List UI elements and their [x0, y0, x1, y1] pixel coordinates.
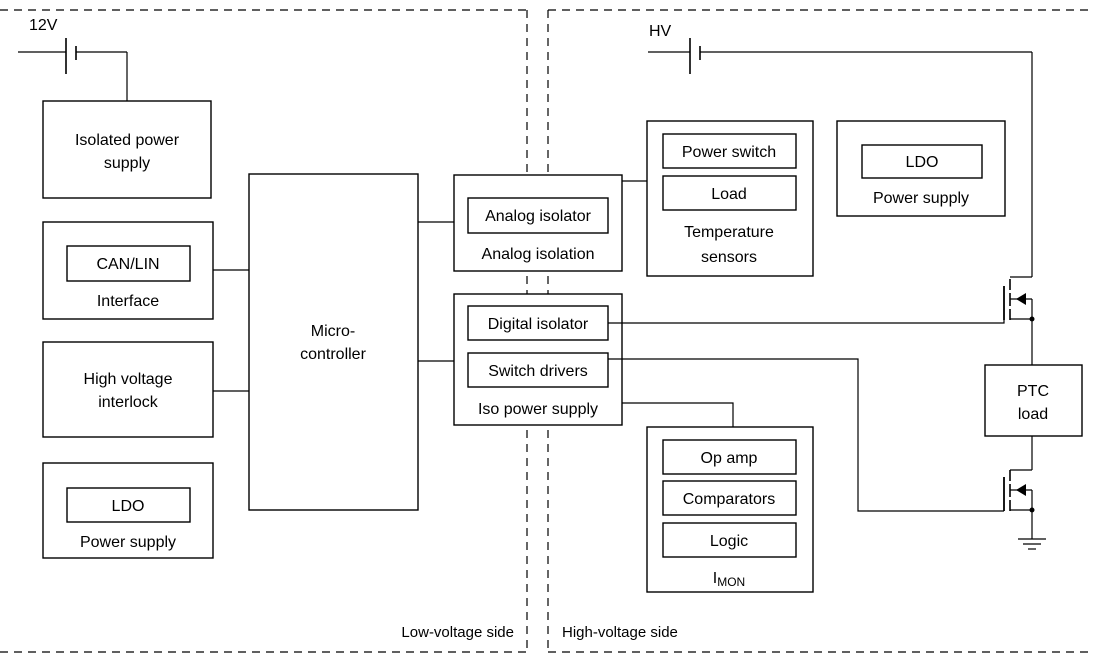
iso-power-supply-label: Iso power supply — [478, 401, 598, 418]
analog-isolator-label: Analog isolator — [485, 208, 592, 225]
power-supply-left-label: Power supply — [80, 534, 176, 551]
microcontroller-block: Micro- controller — [248, 173, 419, 511]
ptc-load-block: PTC load — [984, 364, 1083, 437]
power-supply-right-label: Power supply — [873, 190, 969, 207]
isolated-power-supply-label-line1: Isolated power — [75, 132, 180, 149]
high-voltage-region-border — [547, 9, 1093, 653]
imon-block: Op amp Comparators Logic IMON — [646, 426, 814, 593]
microcontroller-label-line2: controller — [300, 346, 366, 363]
low-voltage-side-label: Low-voltage side — [401, 624, 514, 641]
right-connection-wires — [608, 180, 1033, 512]
high-voltage-side-label: High-voltage side — [562, 624, 678, 641]
logic-label: Logic — [710, 533, 748, 550]
comparators-label: Comparators — [683, 491, 775, 508]
imon-label: IMON — [713, 570, 745, 589]
hv-interlock-label-line2: interlock — [98, 394, 159, 411]
can-lin-label: CAN/LIN — [96, 256, 159, 273]
temperature-sensors-label-line1: Temperature — [684, 224, 774, 241]
load-label: Load — [711, 186, 747, 203]
imon-subscript: MON — [717, 575, 745, 589]
low-side-mosfet-icon — [1003, 469, 1035, 539]
temperature-sensors-label-line2: sensors — [701, 249, 757, 266]
hv-interlock-block: High voltage interlock — [42, 341, 214, 438]
high-side-mosfet-icon — [1003, 276, 1035, 322]
left-connection-wires — [213, 221, 454, 392]
right-power-supply-block: LDO Power supply — [836, 120, 1006, 217]
interface-label: Interface — [97, 293, 159, 310]
imon-main: I — [713, 570, 717, 587]
battery-12v-symbol — [18, 38, 128, 101]
analog-isolation-label: Analog isolation — [482, 246, 595, 263]
low-voltage-region-border — [0, 9, 528, 653]
op-amp-label: Op amp — [701, 450, 758, 467]
hv-interlock-label-line1: High voltage — [84, 371, 173, 388]
ldo-right-label: LDO — [906, 154, 939, 171]
label-hv: HV — [649, 23, 672, 40]
power-switch-label: Power switch — [682, 144, 776, 161]
ldo-left-label: LDO — [112, 498, 145, 515]
isolated-power-supply-label-line2: supply — [104, 155, 150, 172]
left-power-supply-block: LDO Power supply — [42, 462, 214, 559]
temperature-sensors-block: Power switch Load Temperature sensors — [646, 120, 814, 277]
iso-power-supply-block: Digital isolator Switch drivers Iso powe… — [453, 293, 623, 426]
label-12v: 12V — [29, 17, 58, 34]
battery-hv-symbol — [648, 38, 1033, 277]
isolated-power-supply-block: Isolated power supply — [42, 100, 212, 199]
analog-isolation-block: Analog isolator Analog isolation — [453, 174, 623, 272]
microcontroller-label-line1: Micro- — [311, 323, 355, 340]
ptc-load-label-line1: PTC — [1017, 383, 1049, 400]
interface-block: CAN/LIN Interface — [42, 221, 214, 320]
switch-drivers-label: Switch drivers — [488, 363, 588, 380]
ground-icon — [1018, 538, 1046, 550]
digital-isolator-label: Digital isolator — [488, 316, 589, 333]
ptc-load-label-line2: load — [1018, 406, 1048, 423]
